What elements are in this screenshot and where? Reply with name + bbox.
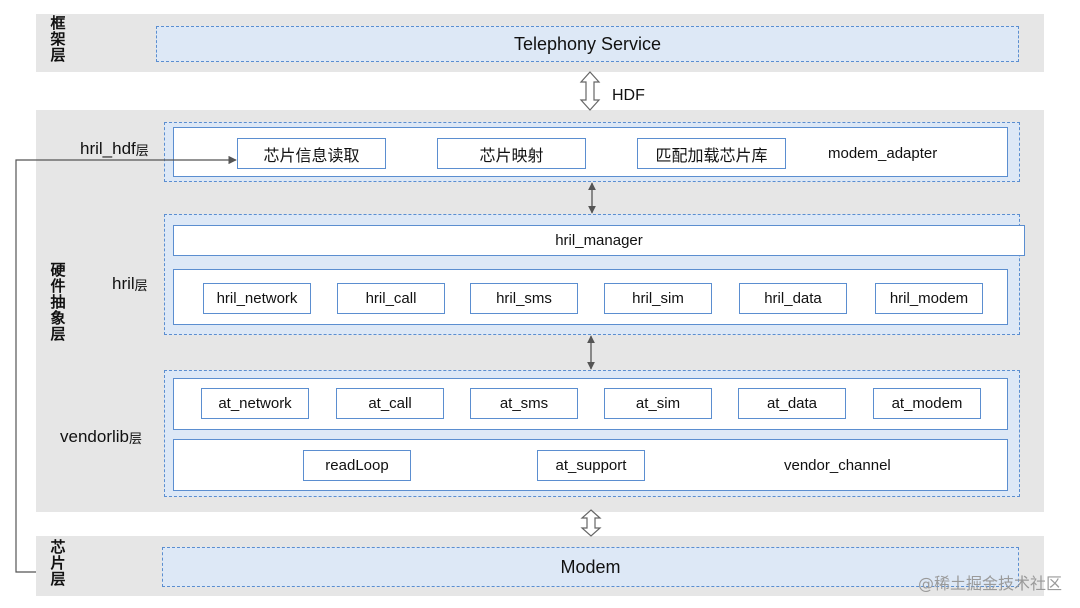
modem-adapter-label: modem_adapter bbox=[828, 144, 938, 162]
vendorlib-label-suffix: 层 bbox=[129, 431, 143, 447]
chip-layer-label: 芯片层 bbox=[50, 538, 66, 588]
at-call-box: at_call bbox=[336, 388, 444, 419]
at-modules-row bbox=[173, 378, 1008, 430]
telephony-service-label: Telephony Service bbox=[513, 33, 662, 54]
hril-label-text: hril bbox=[112, 274, 135, 293]
hril-data-box: hril_data bbox=[739, 283, 847, 314]
modem-to-chip-info-connector bbox=[15, 155, 237, 573]
hdf-double-arrow-icon bbox=[579, 71, 601, 111]
at-support-box: at_support bbox=[537, 450, 645, 481]
framework-layer-label: 框架层 bbox=[50, 14, 66, 64]
chip-mapping-box: 芯片映射 bbox=[437, 138, 586, 169]
hal-layer-label: 硬件抽象层 bbox=[50, 261, 66, 343]
hril-sim-box: hril_sim bbox=[604, 283, 712, 314]
vendor-channel-label: vendor_channel bbox=[784, 456, 891, 474]
hril-label-suffix: 层 bbox=[134, 278, 148, 294]
at-sim-box: at_sim bbox=[604, 388, 712, 419]
chip-info-read-box: 芯片信息读取 bbox=[237, 138, 386, 169]
read-loop-box: readLoop bbox=[303, 450, 411, 481]
hril-hdf-label-text: hril_hdf bbox=[80, 139, 136, 158]
at-data-box: at_data bbox=[738, 388, 846, 419]
hril-network-box: hril_network bbox=[203, 283, 311, 314]
at-sms-box: at_sms bbox=[470, 388, 578, 419]
at-network-box: at_network bbox=[201, 388, 309, 419]
vendorlib-modem-double-arrow-icon bbox=[580, 509, 602, 537]
hdf-label: HDF bbox=[612, 87, 645, 104]
modem-box bbox=[162, 547, 1019, 587]
hril-manager-box: hril_manager bbox=[173, 225, 1025, 256]
match-load-chip-lib-box: 匹配加载芯片库 bbox=[637, 138, 786, 169]
hril-hdf-label-suffix: 层 bbox=[135, 143, 149, 159]
hril-modules-row bbox=[173, 269, 1008, 325]
hril-modem-box: hril_modem bbox=[875, 283, 983, 314]
vendorlib-label-text: vendorlib bbox=[60, 427, 129, 446]
telephony-service-box bbox=[156, 26, 1019, 62]
at-modem-box: at_modem bbox=[873, 388, 981, 419]
watermark: @稀土掘金技术社区 bbox=[917, 574, 1062, 593]
modem-label: Modem bbox=[560, 556, 621, 577]
hril-call-box: hril_call bbox=[337, 283, 445, 314]
hril-sms-box: hril_sms bbox=[470, 283, 578, 314]
